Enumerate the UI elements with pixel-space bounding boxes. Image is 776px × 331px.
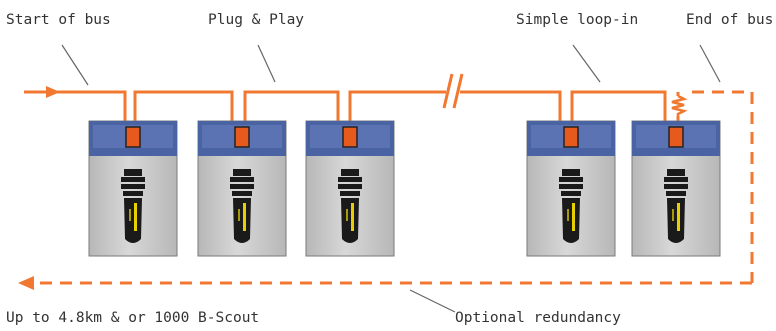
b-scout-device xyxy=(197,120,287,257)
probe-icon xyxy=(664,169,688,243)
probe-icon xyxy=(559,169,583,243)
double-slash-break-icon xyxy=(442,73,464,109)
device-connector-icon xyxy=(668,126,684,148)
b-scout-device xyxy=(88,120,178,257)
b-scout-device xyxy=(305,120,395,257)
device-connector-icon xyxy=(563,126,579,148)
bus-segment-1-2 xyxy=(133,90,234,130)
b-scout-device xyxy=(526,120,616,257)
label-start-of-bus: Start of bus xyxy=(6,12,111,28)
return-arrowhead-icon xyxy=(18,276,34,290)
probe-icon xyxy=(338,169,362,243)
label-plug-and-play: Plug & Play xyxy=(208,12,305,28)
device-connector-icon xyxy=(342,126,358,148)
label-optional-redundancy: Optional redundancy xyxy=(455,310,621,326)
resistor-terminator-icon xyxy=(671,94,688,116)
device-group xyxy=(88,120,721,257)
label-range: Up to 4.8km & or 1000 B-Scout xyxy=(6,310,260,326)
device-connector-icon xyxy=(234,126,250,148)
leader-start-of-bus xyxy=(61,44,89,86)
leader-plug-and-play xyxy=(257,44,276,83)
leader-end-of-bus xyxy=(699,44,721,83)
leader-optional-redundancy xyxy=(409,289,456,313)
leader-lines xyxy=(61,44,721,313)
bus-segment-2-3 xyxy=(243,90,340,130)
bus-segment-4-5 xyxy=(570,90,667,130)
leader-simple-loop-in xyxy=(572,44,601,83)
start-arrowhead-icon xyxy=(46,86,60,98)
bus-segment-3-break xyxy=(348,90,446,130)
bus-segment-break-4 xyxy=(460,90,562,130)
device-connector-icon xyxy=(125,126,141,148)
redundancy-dashed-loop xyxy=(32,90,754,285)
probe-icon xyxy=(230,169,254,243)
b-scout-device xyxy=(631,120,721,257)
label-end-of-bus: End of bus xyxy=(686,12,774,28)
probe-icon xyxy=(121,169,145,243)
label-simple-loop-in: Simple loop-in xyxy=(516,12,639,28)
